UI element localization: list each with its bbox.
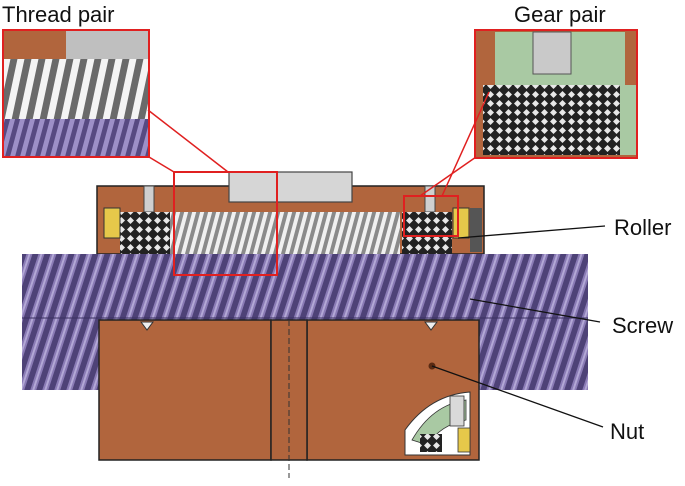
left-pin [143,185,155,213]
thread-pair-connector-a [148,156,175,173]
screw-label: Screw [612,313,673,338]
gear-pair-inset [474,29,638,159]
screw-leader [469,298,601,323]
gear-pair-highlight [403,195,459,237]
right-brass-ring [452,207,470,239]
cutaway-roller [449,395,465,427]
right-end-cap [470,208,482,252]
roller-label: Roller [614,215,671,240]
thread-pair-inset [2,29,150,158]
roller-thread-band [170,212,400,254]
right-gear-mesh [402,212,452,254]
inset-gear-pin [532,31,572,75]
nut-label: Nut [610,419,644,444]
roller-leader [457,225,606,239]
nut-lower [98,319,480,478]
cutaway-ring [457,427,471,453]
left-lube-hole [140,321,154,331]
nut-upper [96,171,485,255]
gear-pair-label: Gear pair [514,2,606,27]
right-lube-hole [424,321,438,331]
cutaway-gear-teeth [420,434,442,452]
inset-screw-thread [4,119,148,156]
inset-gear-teeth [483,85,623,155]
thread-pair-label: Thread pair [2,2,115,27]
left-gear-mesh [120,212,170,254]
gear-pair-connector-b [419,156,477,197]
thread-pair-highlight [173,171,278,276]
nut-key [228,171,353,203]
thread-pair-connector-b [147,109,229,173]
left-brass-ring [103,207,121,239]
nut-lower-left [98,319,272,461]
gear-pair-connector-a [441,91,490,197]
inset-gear-side [620,85,636,155]
inset-nut-pin [66,31,148,59]
nut-leader [431,365,604,428]
inset-roller-thread [4,59,148,119]
